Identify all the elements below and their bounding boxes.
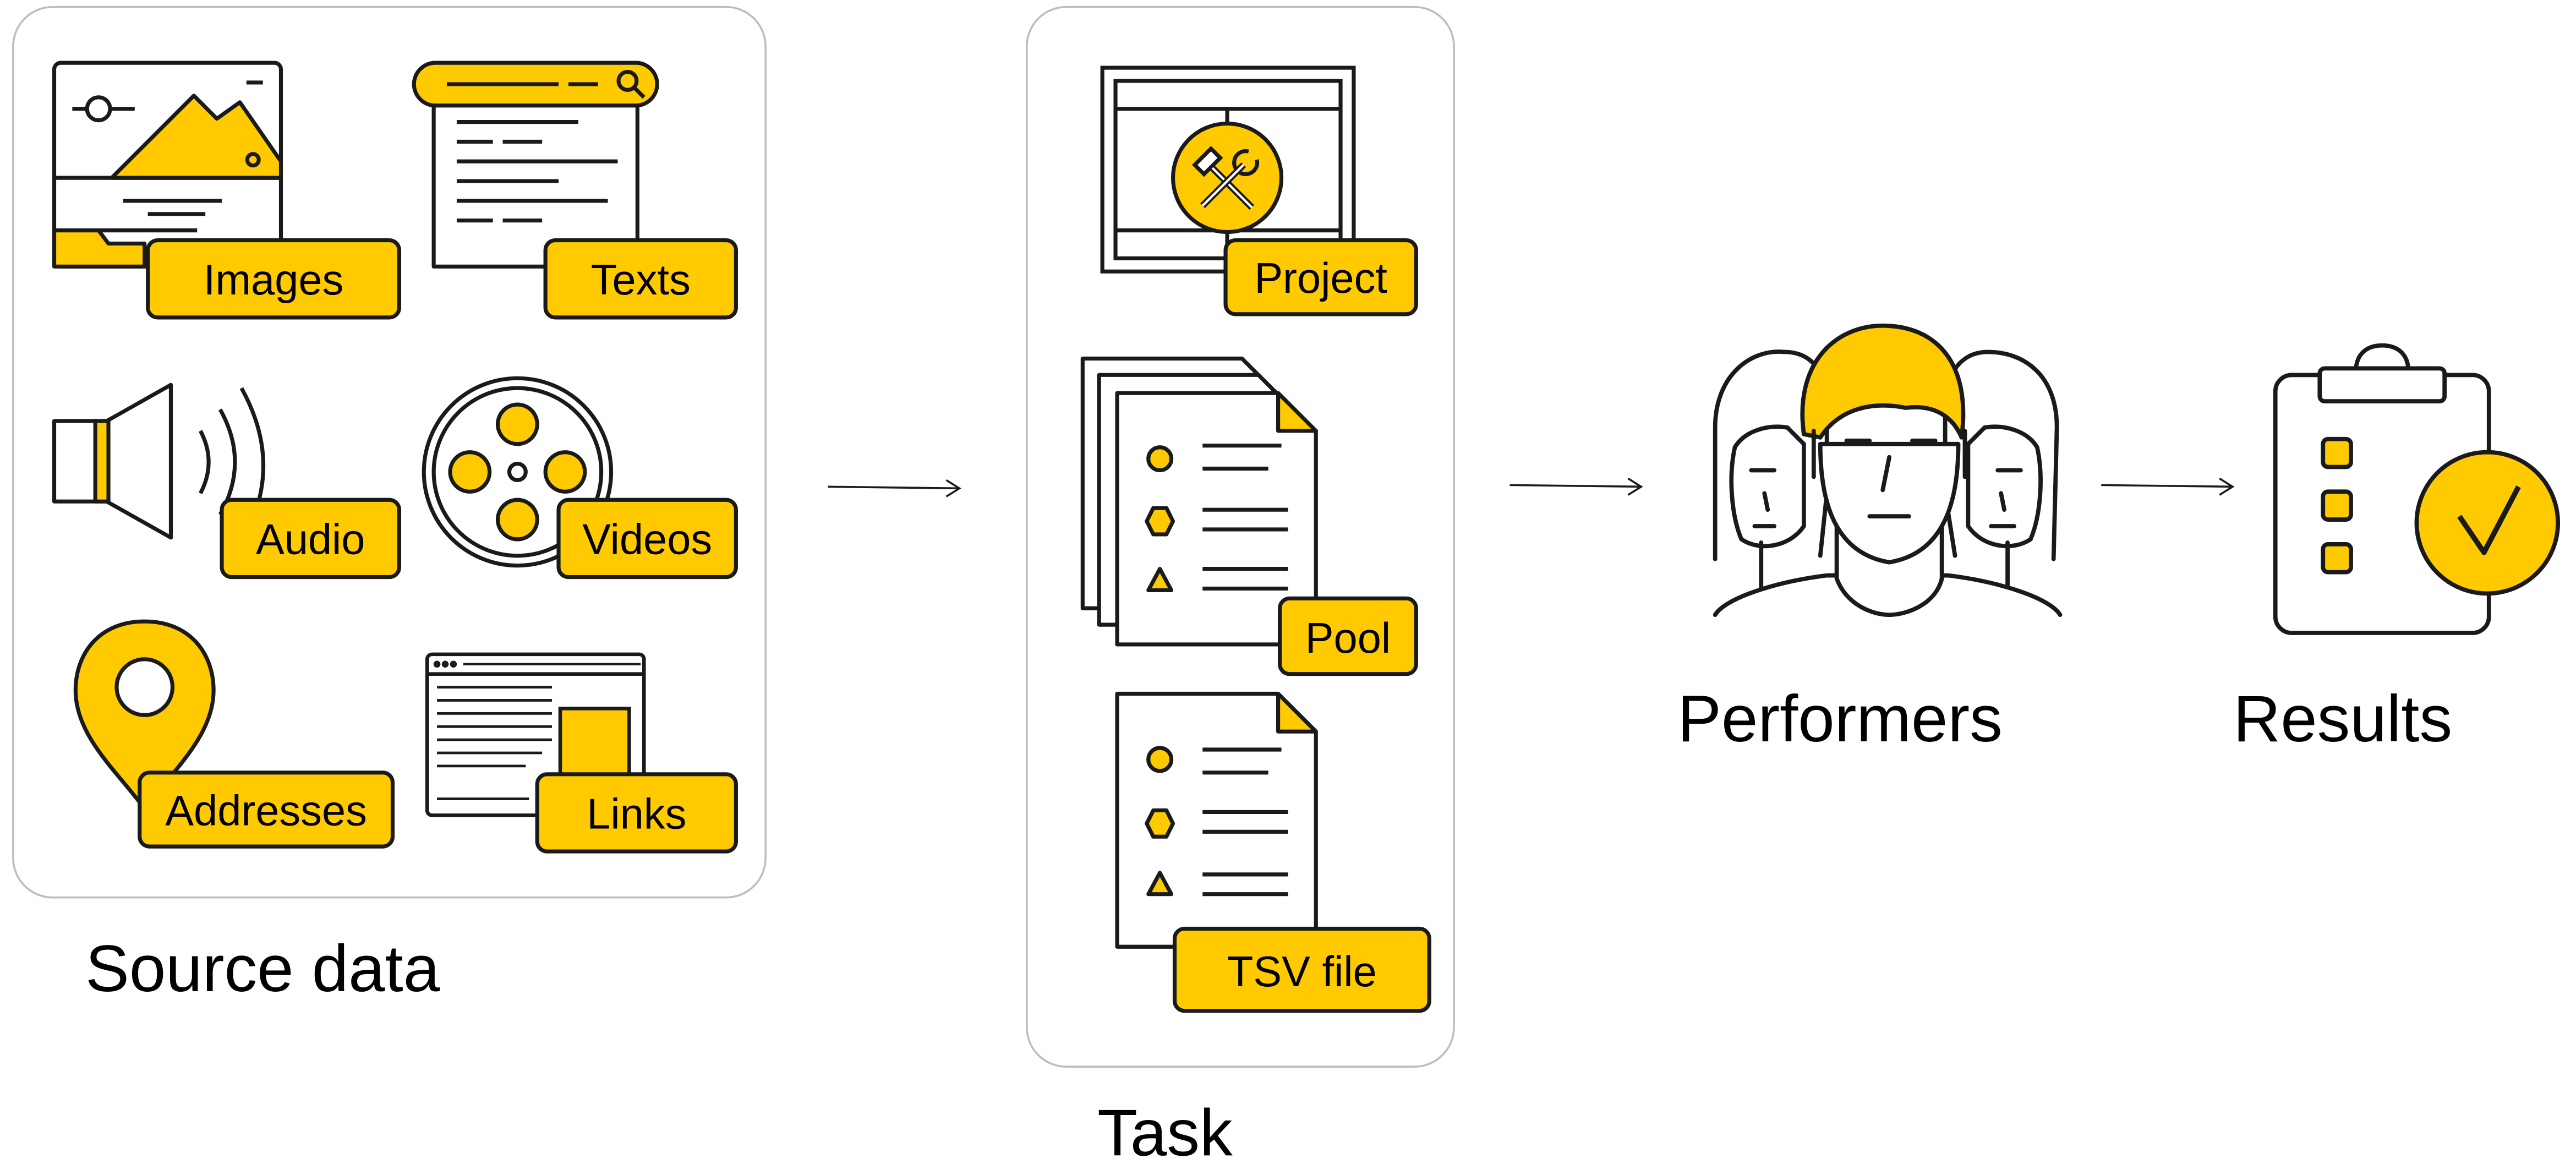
pool-tag: Pool xyxy=(1277,596,1418,676)
text-document-search-icon xyxy=(412,61,659,269)
addresses-tag: Addresses xyxy=(138,770,395,849)
document-stack-icon xyxy=(1080,356,1318,647)
audio-tag: Audio xyxy=(220,498,402,580)
performers-label: Performers xyxy=(1677,682,2003,756)
tsv-file-tag: TSV file xyxy=(1172,926,1431,1013)
arrow-source-to-task xyxy=(828,479,961,498)
images-tag: Images xyxy=(146,238,402,320)
texts-tag: Texts xyxy=(543,238,739,320)
speaker-audio-icon xyxy=(52,382,266,540)
arrow-task-to-performers xyxy=(1509,477,1643,496)
tsv-file-label: TSV file xyxy=(1227,948,1377,996)
task-title: Task xyxy=(1097,1096,1233,1164)
texts-label: Texts xyxy=(591,256,691,304)
tsv-document-icon xyxy=(1115,691,1318,949)
people-group-icon xyxy=(1713,323,2063,617)
landscape-image-icon xyxy=(52,61,283,269)
source-data-title: Source data xyxy=(85,932,440,1005)
addresses-label: Addresses xyxy=(165,787,367,834)
videos-label: Videos xyxy=(582,516,712,564)
pool-label: Pool xyxy=(1305,615,1391,662)
arrow-performers-to-results xyxy=(2101,477,2235,496)
project-tag: Project xyxy=(1223,238,1418,316)
project-label: Project xyxy=(1254,255,1387,302)
links-label: Links xyxy=(587,790,686,838)
images-label: Images xyxy=(204,256,344,304)
results-label: Results xyxy=(2233,682,2452,756)
audio-label: Audio xyxy=(256,516,365,564)
clipboard-check-icon xyxy=(2273,343,2561,635)
links-tag: Links xyxy=(535,772,739,854)
videos-tag: Videos xyxy=(556,498,739,580)
